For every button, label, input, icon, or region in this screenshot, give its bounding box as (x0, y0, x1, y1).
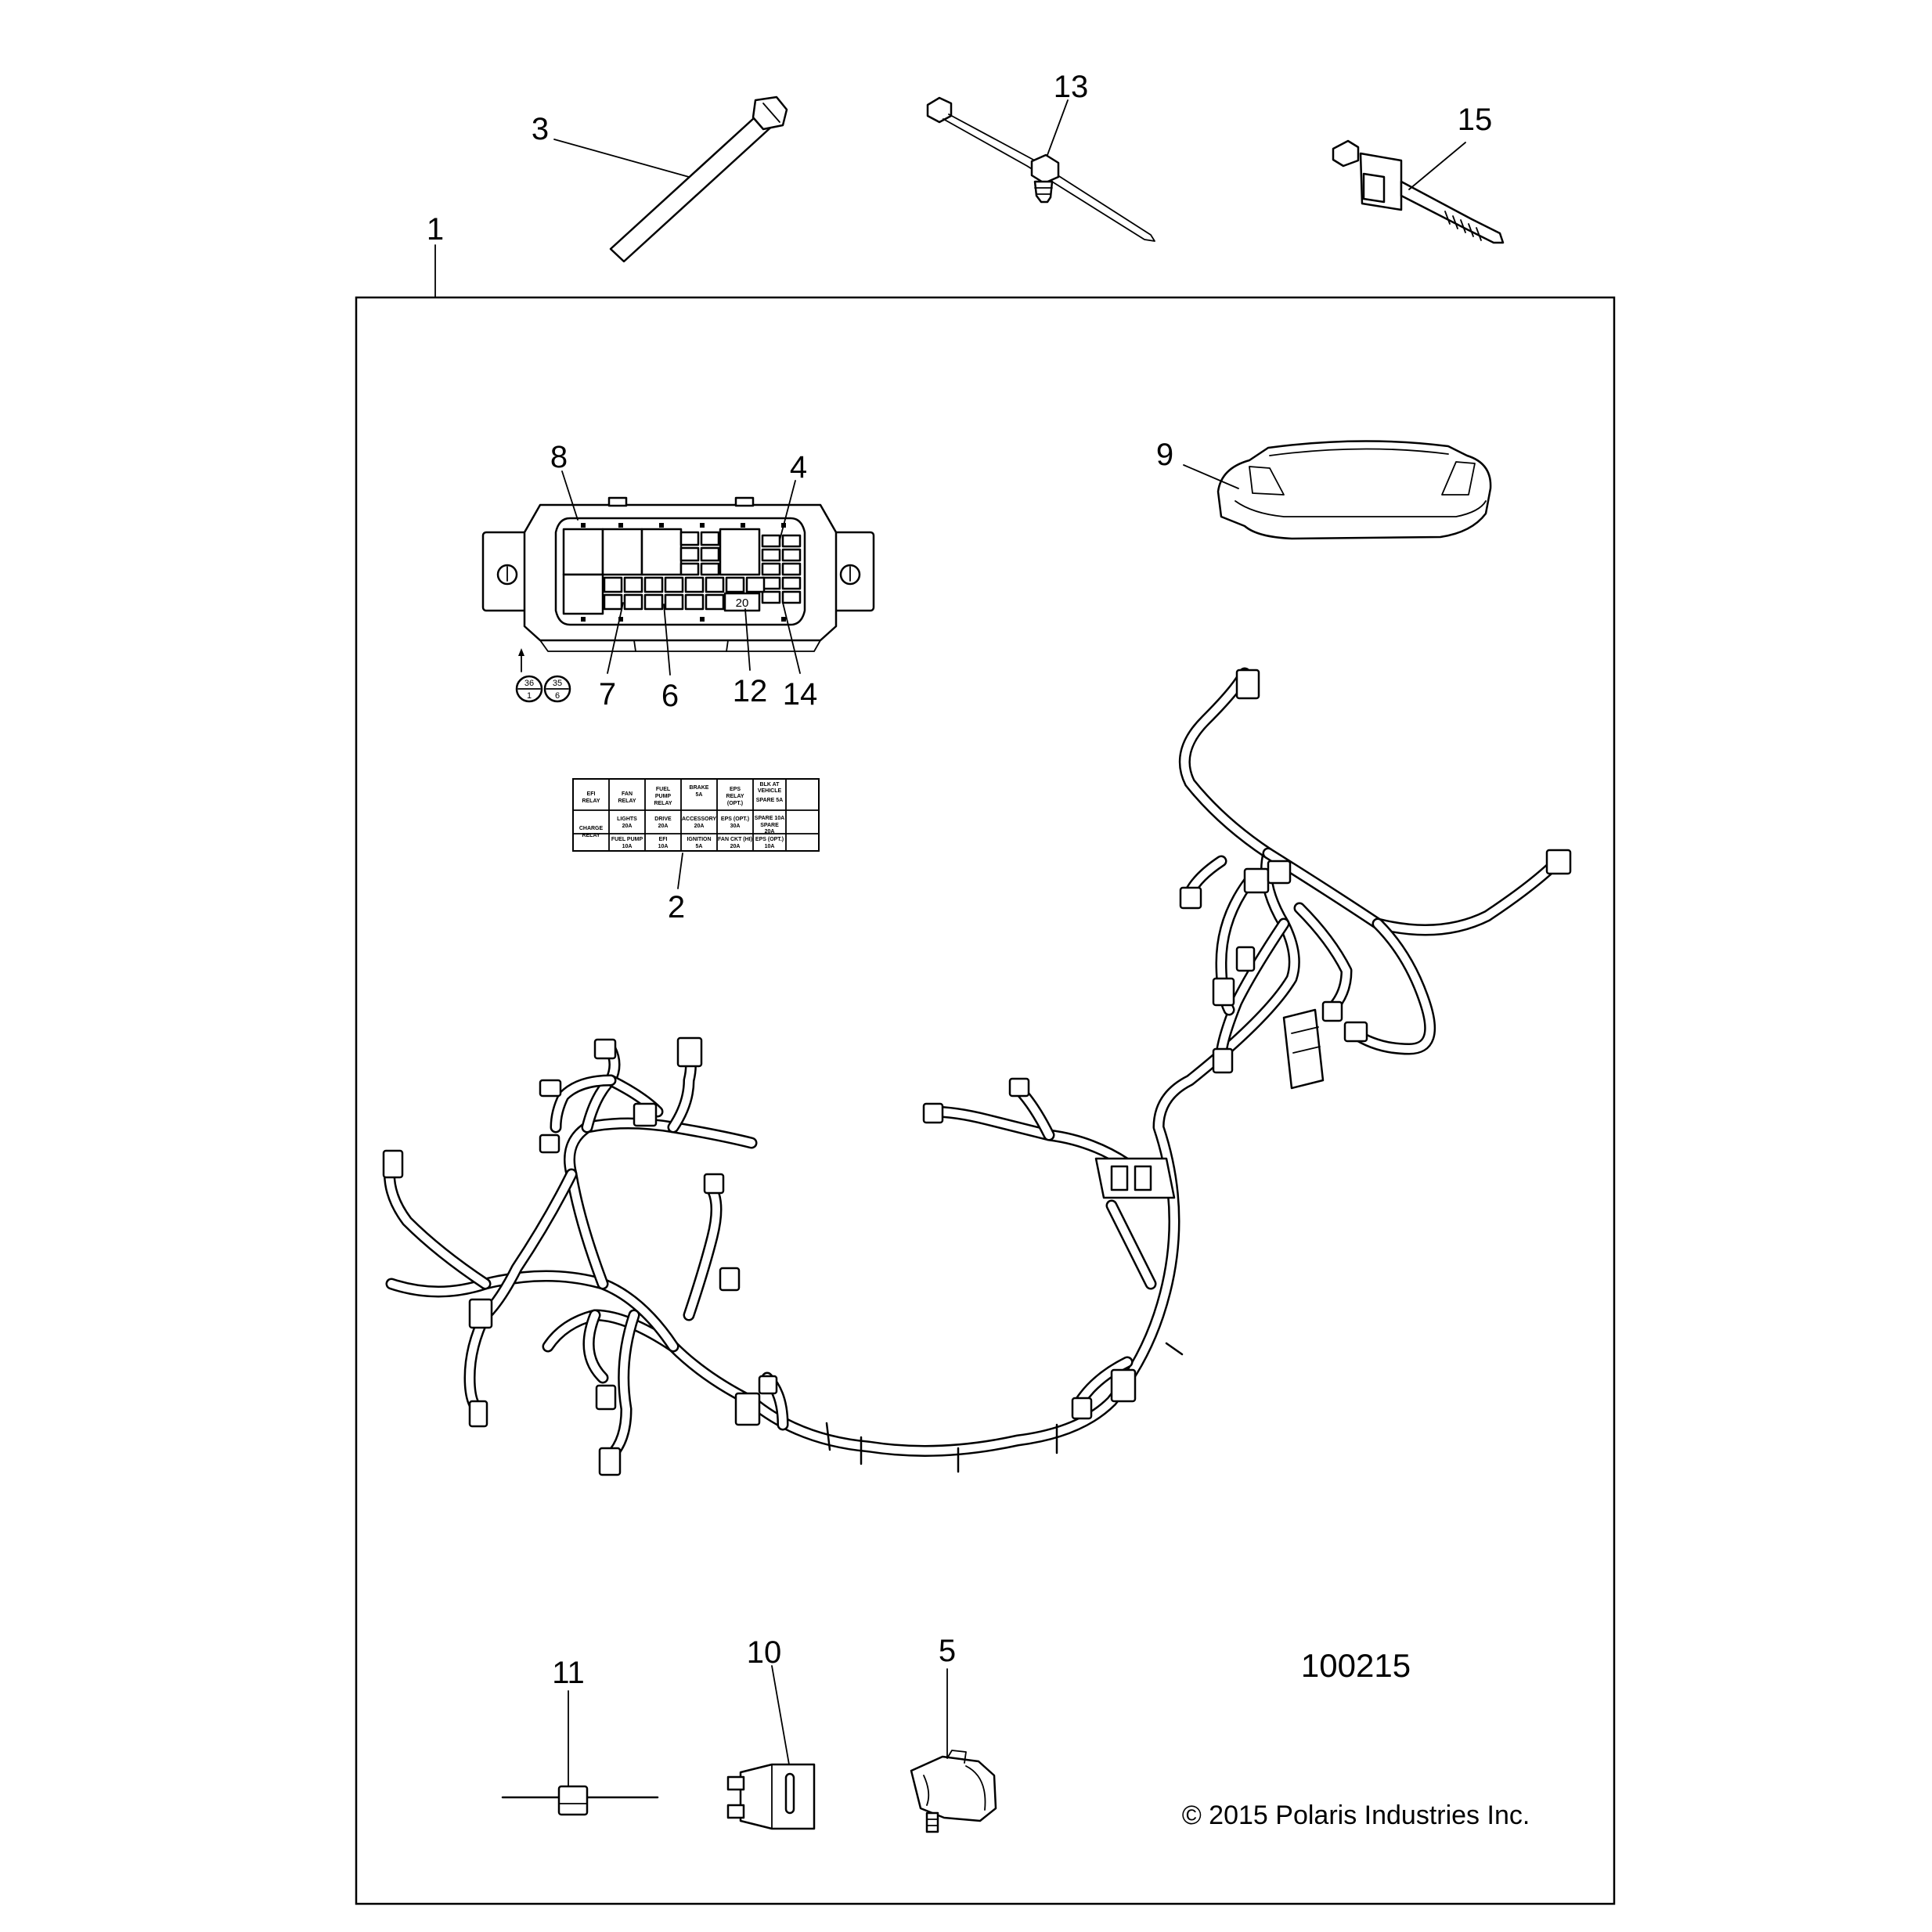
svg-text:BLK AT: BLK AT (760, 782, 780, 788)
callout-2[interactable]: 2 (668, 890, 685, 925)
callout-1[interactable]: 1 (427, 212, 444, 247)
svg-text:5A: 5A (696, 844, 703, 849)
svg-text:20: 20 (736, 597, 749, 610)
svg-text:SPARE 5A: SPARE 5A (756, 798, 784, 803)
callout-11[interactable]: 11 (552, 1656, 585, 1690)
callout-13[interactable]: 13 (1054, 70, 1089, 104)
svg-text:SPARE: SPARE (760, 823, 779, 828)
push-mount-tie-part[interactable] (926, 96, 1155, 242)
svg-text:EFI: EFI (659, 837, 668, 842)
svg-text:RELAY: RELAY (726, 794, 744, 799)
harness-connectors (382, 669, 1572, 1476)
svg-text:RELAY: RELAY (582, 798, 600, 804)
svg-text:5A: 5A (696, 792, 703, 798)
svg-text:FUEL: FUEL (656, 787, 671, 792)
svg-text:EFI: EFI (587, 791, 596, 797)
callout-8[interactable]: 8 (550, 440, 568, 474)
fuse-decal[interactable]: EFI RELAY FAN RELAY FUEL PUMP RELAY BRAK… (572, 778, 820, 852)
callout-9[interactable]: 9 (1156, 438, 1173, 472)
svg-text:RELAY: RELAY (618, 798, 636, 804)
svg-text:20A: 20A (658, 824, 669, 829)
svg-text:PUMP: PUMP (655, 794, 672, 799)
callout-10[interactable]: 10 (747, 1635, 782, 1670)
drawing-id: 100215 (1301, 1647, 1411, 1684)
svg-text:LIGHTS: LIGHTS (617, 816, 637, 822)
svg-text:BRAKE: BRAKE (690, 785, 709, 791)
svg-text:RELAY: RELAY (582, 833, 600, 838)
svg-text:10A: 10A (765, 844, 775, 849)
svg-text:FUEL PUMP: FUEL PUMP (611, 837, 643, 842)
svg-text:1: 1 (527, 691, 532, 701)
svg-text:FAN CKT (HI): FAN CKT (HI) (718, 837, 752, 842)
cable-tie-part[interactable] (609, 96, 788, 263)
svg-text:10A: 10A (658, 844, 669, 849)
svg-text:20A: 20A (765, 829, 775, 834)
mini-fuse-slots (603, 531, 802, 611)
svg-text:EPS (OPT.): EPS (OPT.) (755, 837, 784, 842)
svg-text:20A: 20A (730, 844, 741, 849)
svg-text:30A: 30A (730, 824, 741, 829)
pin-detail-circles: 36 1 35 6 (515, 648, 571, 703)
svg-text:CHARGE: CHARGE (579, 826, 604, 831)
svg-text:10A: 10A (622, 844, 633, 849)
svg-text:IGNITION: IGNITION (687, 837, 711, 842)
svg-text:FAN: FAN (622, 791, 633, 797)
svg-text:6: 6 (555, 691, 560, 701)
harness-clips (825, 1342, 1184, 1473)
svg-text:DRIVE: DRIVE (654, 816, 672, 822)
svg-text:RELAY: RELAY (654, 801, 672, 806)
callout-4[interactable]: 4 (790, 450, 807, 485)
callout-7[interactable]: 7 (599, 677, 616, 712)
fuse-box-cover[interactable] (1217, 440, 1492, 540)
diode-part[interactable] (501, 1785, 659, 1816)
svg-text:(OPT.): (OPT.) (727, 801, 743, 806)
fuse-part[interactable] (726, 1763, 816, 1830)
svg-text:VEHICLE: VEHICLE (758, 788, 782, 794)
svg-text:35: 35 (553, 679, 562, 688)
connector-part[interactable] (910, 1750, 997, 1833)
fuse-box[interactable]: 20 (481, 496, 875, 652)
svg-text:20A: 20A (694, 824, 705, 829)
callout-15[interactable]: 15 (1458, 103, 1493, 137)
svg-text:36: 36 (524, 679, 534, 688)
svg-text:EPS: EPS (730, 787, 741, 792)
callout-5[interactable]: 5 (939, 1634, 956, 1668)
svg-text:EPS (OPT.): EPS (OPT.) (721, 816, 749, 822)
callout-6[interactable]: 6 (661, 679, 679, 713)
svg-text:SPARE 10A: SPARE 10A (755, 816, 784, 821)
svg-text:ACCESSORY: ACCESSORY (682, 816, 716, 822)
callout-14[interactable]: 14 (783, 677, 818, 712)
copyright-text: © 2015 Polaris Industries Inc. (1182, 1800, 1530, 1830)
callout-12[interactable]: 12 (733, 674, 768, 708)
callout-3[interactable]: 3 (532, 112, 549, 146)
assembly-frame (355, 296, 1616, 1905)
svg-text:20A: 20A (622, 824, 633, 829)
edge-clip-tie-part[interactable] (1332, 139, 1505, 244)
wiring-harness[interactable] (384, 667, 1564, 1462)
